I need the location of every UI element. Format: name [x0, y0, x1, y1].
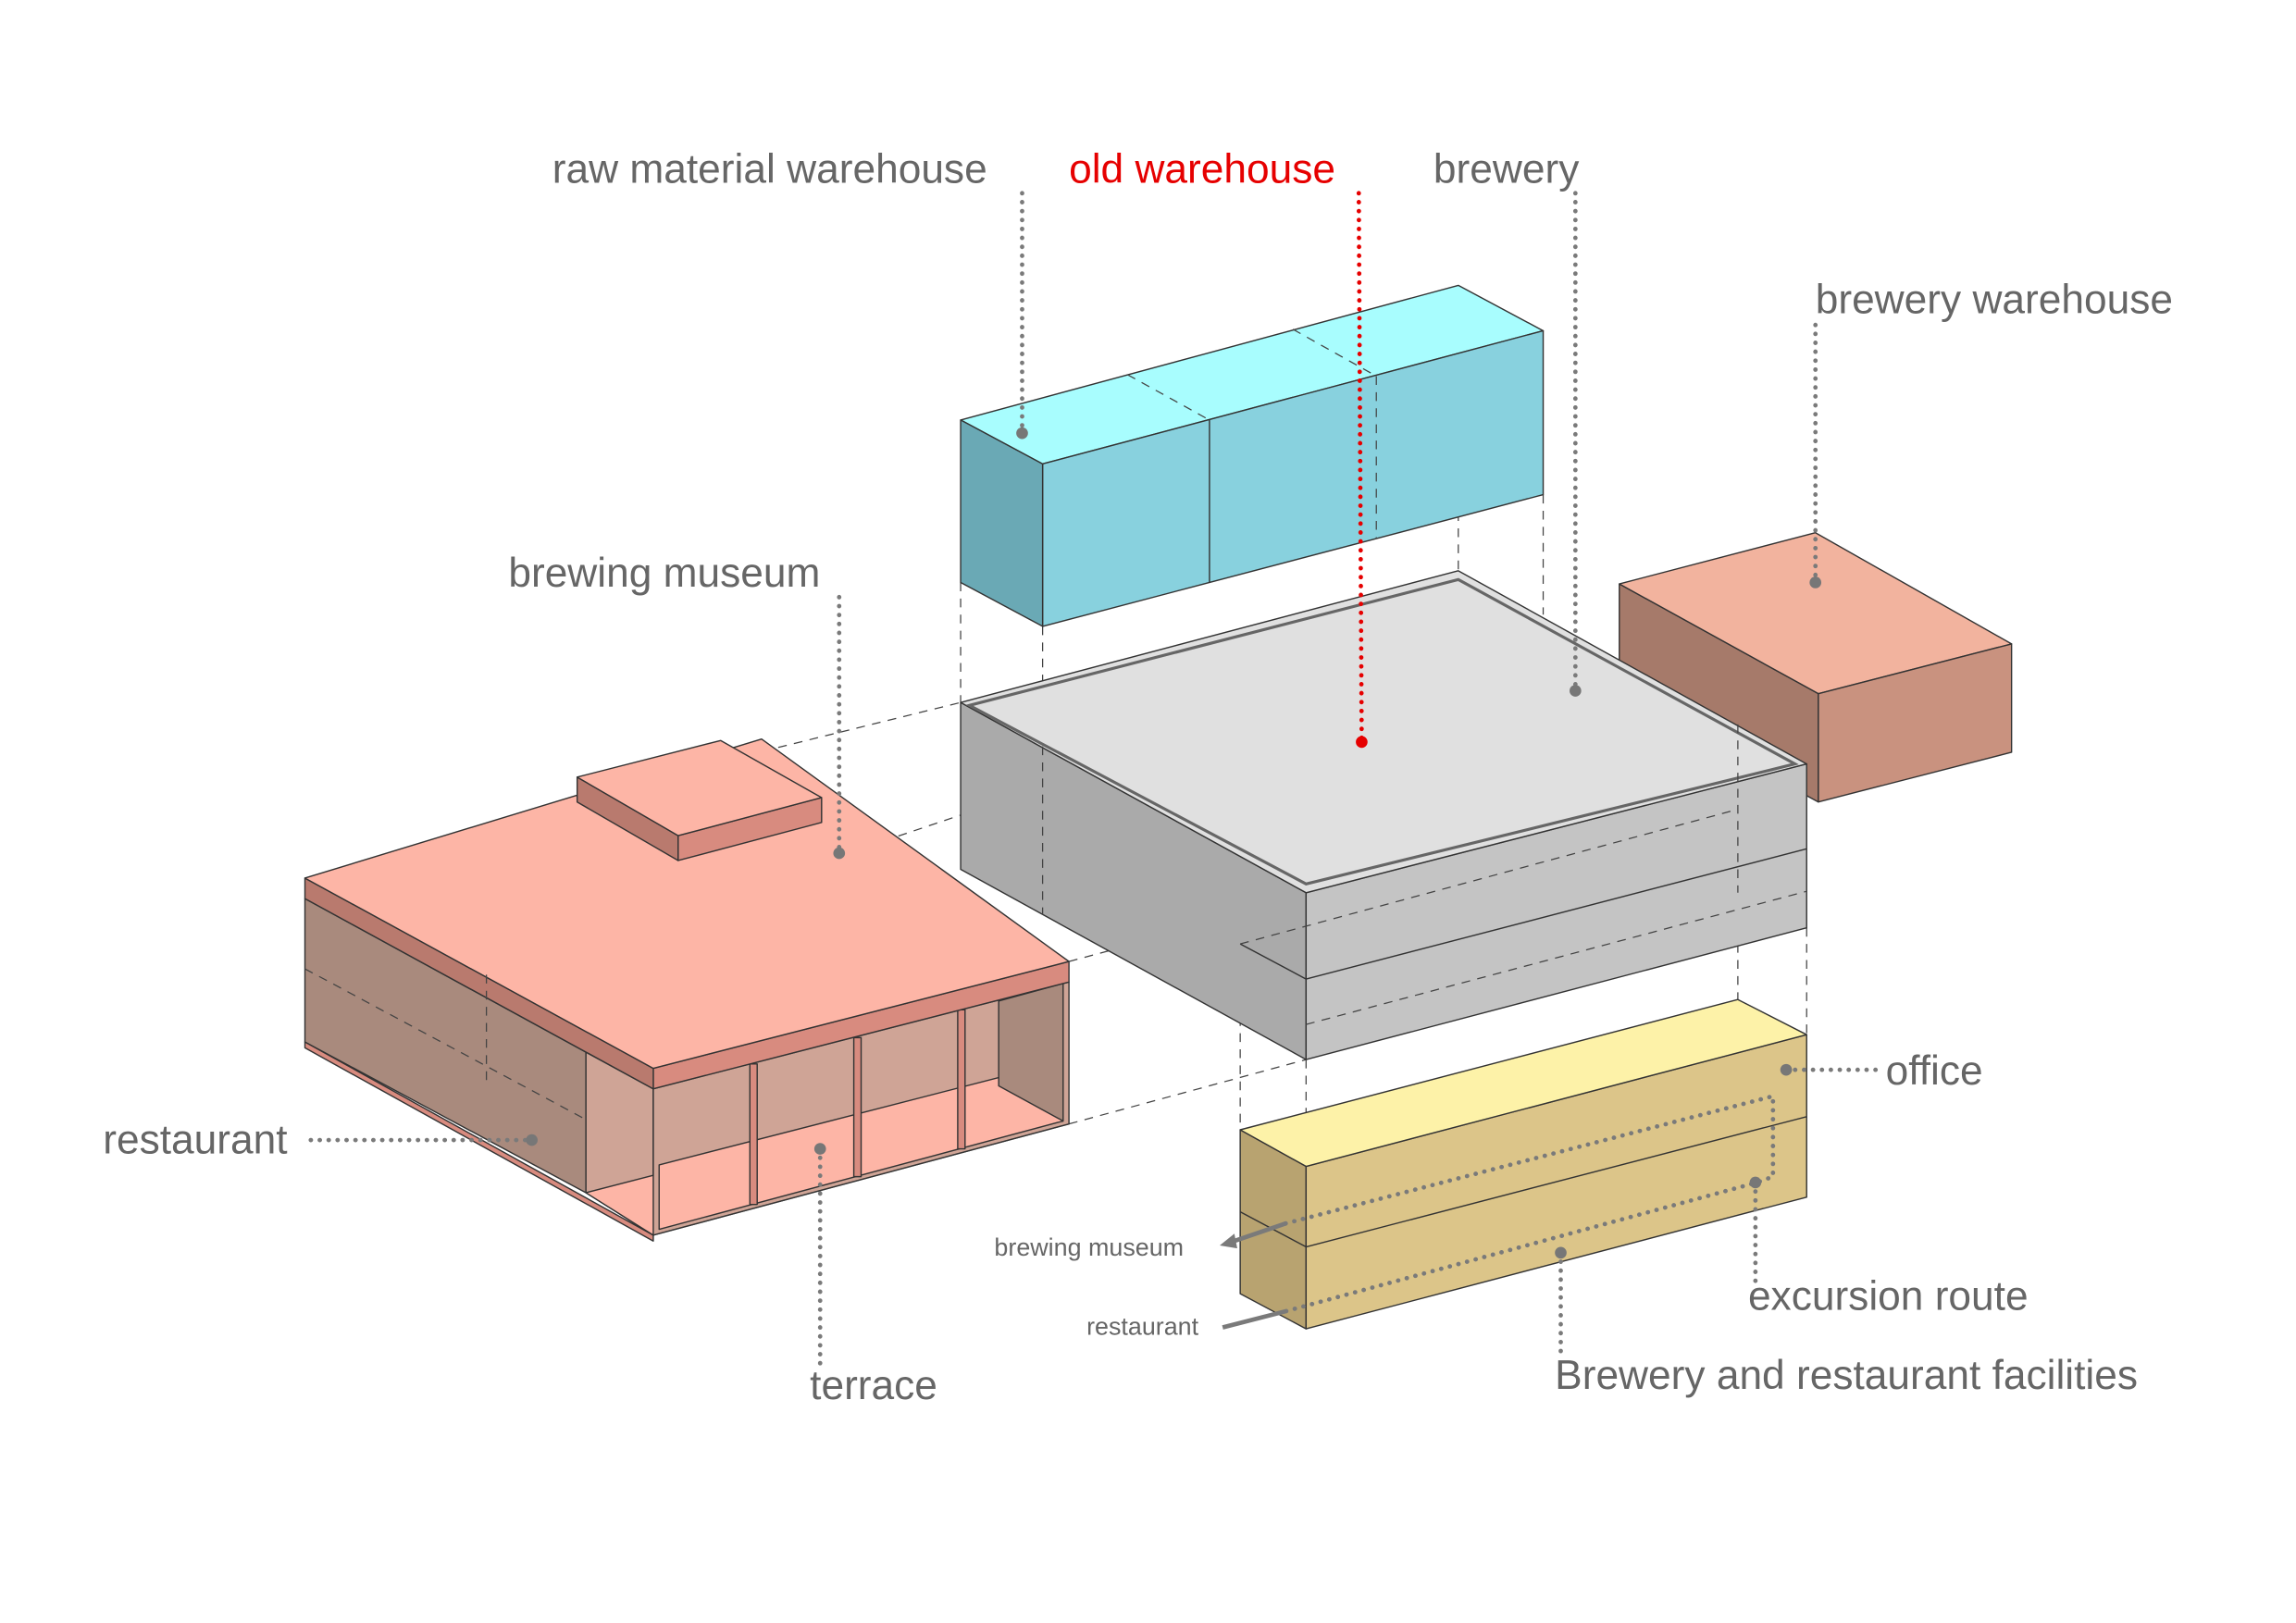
old-warehouse-block [960, 570, 1807, 1060]
label-office: office [1886, 1048, 1983, 1094]
arrow-head-icon [1219, 1233, 1237, 1249]
label-route-brewing-museum: brewing museum [994, 1233, 1184, 1261]
label-route-restaurant: restaurant [1086, 1312, 1199, 1340]
label-brewery: brewery [1433, 147, 1580, 192]
label-old-warehouse: old warehouse [1069, 147, 1335, 192]
raw-material-warehouse-block [960, 284, 1545, 627]
labels: raw material warehouse old warehouse bre… [103, 147, 2173, 1408]
leader-lines [308, 191, 1885, 1371]
label-terrace: terrace [810, 1363, 937, 1408]
label-excursion-route: excursion route [1748, 1274, 2029, 1319]
restaurant-building-block [304, 737, 1070, 1242]
route-arrow-brewing-museum [1229, 1220, 1286, 1245]
excursion-route-path [1219, 1093, 1776, 1330]
label-restaurant: restaurant [103, 1117, 287, 1162]
label-brewery-warehouse: brewery warehouse [1816, 277, 2173, 322]
label-brewing-museum: brewing museum [508, 551, 820, 596]
brewery-warehouse-block [1619, 531, 2013, 803]
label-raw-material-warehouse: raw material warehouse [552, 147, 987, 192]
facilities-block [1239, 998, 1807, 1330]
label-facilities: Brewery and restaurant facilities [1555, 1353, 2138, 1398]
route-arrow-restaurant [1222, 1308, 1286, 1330]
